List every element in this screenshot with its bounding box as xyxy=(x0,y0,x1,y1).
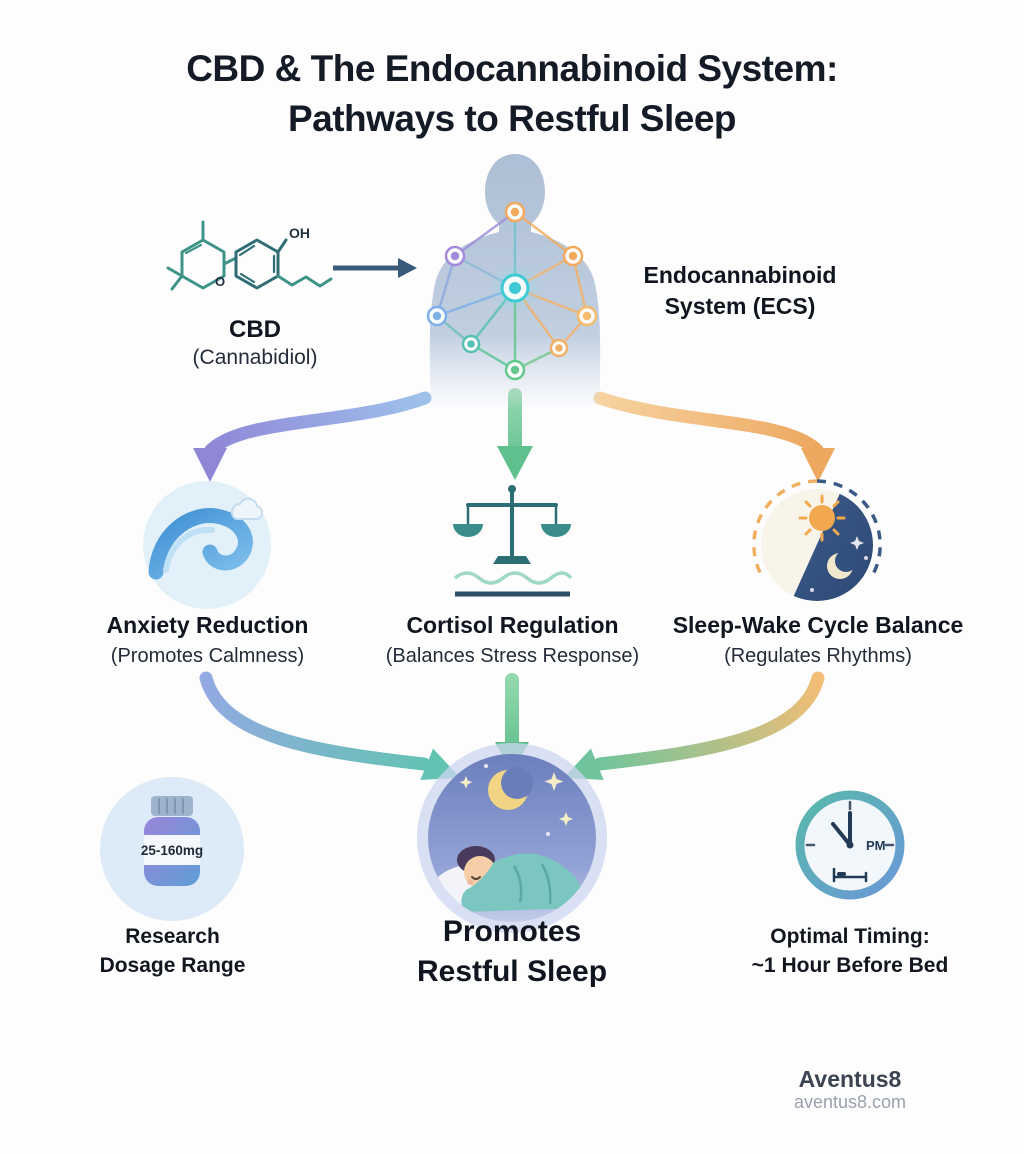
outcome-label: Promotes Restful Sleep xyxy=(330,912,694,992)
footer-brand: Aventus8 xyxy=(798,1066,902,1092)
anxiety-reduction-subtitle: (Promotes Calmness) xyxy=(110,645,305,667)
anxiety-reduction-title: Anxiety Reduction xyxy=(106,612,309,638)
dosage-label: Research Dosage Range xyxy=(50,922,295,980)
clock-icon: PM xyxy=(795,790,905,900)
timing-line1: Optimal Timing: xyxy=(770,925,930,948)
page-title-line1: CBD & The Endocannabinoid System: xyxy=(186,48,838,89)
sun-icon xyxy=(798,494,846,542)
timing-line2: ~1 Hour Before Bed xyxy=(751,954,949,977)
cloud-icon xyxy=(231,497,263,520)
oh-atom-label: OH xyxy=(289,225,310,241)
ecs-network-icon xyxy=(426,201,598,381)
outcome-line2: Restful Sleep xyxy=(416,955,608,988)
timing-label: Optimal Timing: ~1 Hour Before Bed xyxy=(705,922,995,980)
ecs-to-cycle-arrow xyxy=(593,391,835,482)
cbd-label: CBD xyxy=(229,316,281,343)
outcome-line1: Promotes xyxy=(442,915,582,948)
bottle-dosage-label: 25-160mg xyxy=(141,843,203,858)
cortisol-regulation-title: Cortisol Regulation xyxy=(406,612,619,638)
ecs-to-anxiety-arrow xyxy=(193,391,432,482)
cortisol-regulation-subtitle: (Balances Stress Response) xyxy=(385,645,640,667)
cbd-molecule-icon: OH O xyxy=(166,220,333,291)
o-atom-label: O xyxy=(215,274,225,289)
ecs-to-cortisol-arrow xyxy=(497,388,533,480)
dosage-line2: Dosage Range xyxy=(99,954,246,977)
ecs-label-line2: System (ECS) xyxy=(664,293,816,319)
page-title: CBD & The Endocannabinoid System: Pathwa… xyxy=(0,44,1024,144)
balance-scale-icon xyxy=(453,485,573,597)
sleep-wake-cycle-title: Sleep-Wake Cycle Balance xyxy=(672,612,964,638)
dosage-line1: Research xyxy=(125,925,220,948)
ecs-label-line1: Endocannabinoid xyxy=(643,262,837,288)
sleep-wake-cycle-subtitle: (Regulates Rhythms) xyxy=(724,645,912,667)
bed-icon xyxy=(832,867,868,883)
sleeping-person-icon xyxy=(432,846,584,912)
pill-bottle-icon: 25-160mg xyxy=(100,777,244,921)
crescent-moon-icon xyxy=(488,767,533,810)
day-night-icon xyxy=(752,479,882,601)
body-silhouette xyxy=(426,154,601,406)
cbd-sublabel: (Cannabidiol) xyxy=(192,346,318,369)
stars-icon xyxy=(459,764,573,836)
wave-icon xyxy=(143,481,271,609)
sleep-icon xyxy=(417,743,607,933)
ecs-label: Endocannabinoid System (ECS) xyxy=(612,260,868,322)
moon-icon xyxy=(827,550,857,579)
footer-website: aventus8.com xyxy=(793,1092,907,1112)
clock-pm-label: PM xyxy=(866,838,886,853)
page-title-line2: Pathways to Restful Sleep xyxy=(287,98,737,139)
